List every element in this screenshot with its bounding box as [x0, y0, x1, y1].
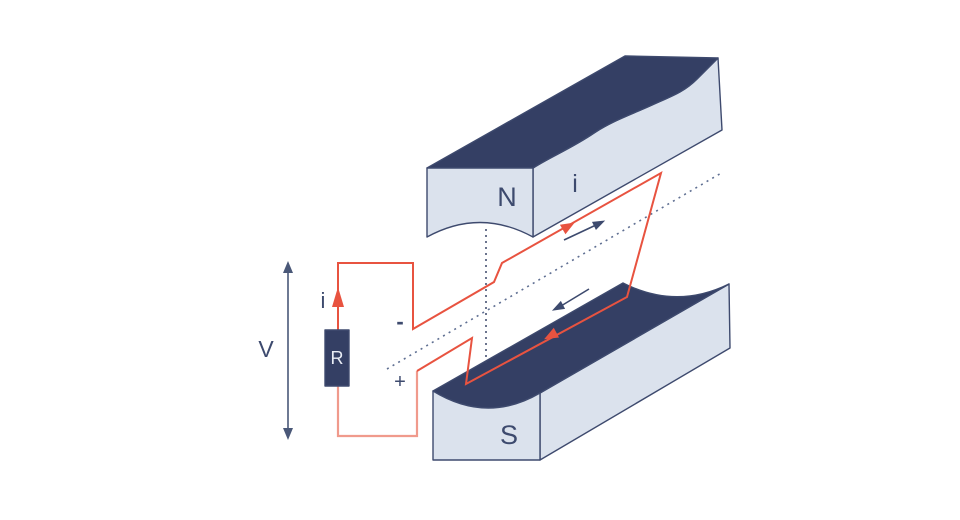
positive-terminal-label: + [394, 371, 406, 393]
south-magnet: S [432, 282, 731, 461]
south-pole-label: S [500, 420, 518, 450]
voltage-arrow-up-head [283, 261, 293, 273]
circuit-current-arrow [332, 287, 344, 307]
direction-arrow-top-head [591, 220, 606, 231]
south-magnet-front-face [432, 390, 541, 461]
direction-arrow-bottom [551, 288, 590, 311]
coil-current-arrow-bottom [544, 327, 560, 340]
resistor-label: R [331, 348, 344, 368]
return-wire [336, 371, 419, 438]
direction-arrow-top [563, 220, 606, 241]
negative-terminal-label: - [396, 309, 403, 334]
coil-circuit: i i R - + [321, 170, 663, 438]
rotation-axis [386, 171, 724, 370]
direction-arrow-bottom-head [551, 300, 566, 311]
circuit-current-label: i [321, 288, 326, 313]
resistor [324, 329, 350, 387]
north-magnet-top-face [426, 55, 719, 169]
north-pole-label: N [497, 182, 517, 212]
coil-current-label: i [572, 170, 578, 198]
north-magnet: N [426, 55, 723, 238]
north-magnet-front-face [426, 167, 534, 238]
voltage-indicator: V [258, 261, 293, 440]
coil-wire [337, 170, 663, 386]
coil-current-arrow-top [559, 222, 575, 235]
voltage-label: V [258, 336, 274, 362]
voltage-arrow-down-head [283, 428, 293, 440]
